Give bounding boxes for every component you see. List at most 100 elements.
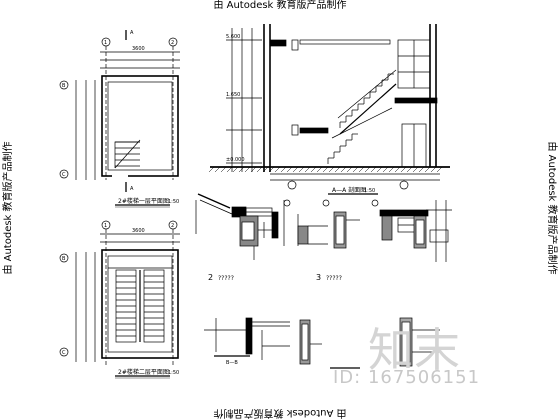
landing-slab xyxy=(394,97,438,104)
logo-text: 知末 xyxy=(368,323,460,376)
section-scale: 1:50 xyxy=(364,188,375,194)
detail-node-bottom xyxy=(204,317,440,369)
stair-treads xyxy=(114,139,141,169)
level-text: 5.600 xyxy=(226,34,240,40)
stair-flight-lower xyxy=(327,133,358,164)
drawing-line xyxy=(340,166,347,173)
detail-title: ????? xyxy=(218,275,234,282)
handrail xyxy=(337,69,397,119)
drawing-line xyxy=(250,166,257,173)
floor-slab xyxy=(299,39,391,45)
stair-wall xyxy=(101,249,179,359)
detail-title: ????? xyxy=(326,275,342,282)
drawing-line xyxy=(436,166,443,173)
drawing-line xyxy=(286,166,293,173)
grid-bubble xyxy=(59,80,69,90)
plan-scale: 1:50 xyxy=(168,370,179,376)
drawing-line xyxy=(208,166,215,173)
detail-number: 2 xyxy=(208,273,213,282)
drawing-line xyxy=(339,83,397,135)
grid-bubble xyxy=(59,253,69,263)
drawing-line xyxy=(394,166,401,173)
drawing-line xyxy=(256,166,263,173)
detail-number: 3 xyxy=(316,273,321,282)
drawing-line xyxy=(316,166,323,173)
drawing-line xyxy=(292,166,299,173)
grid-bubble xyxy=(59,169,69,179)
section-mark: A xyxy=(130,186,134,192)
stair-wall-inner xyxy=(107,81,173,171)
first-floor-plan xyxy=(59,30,180,208)
level-text: ±0.000 xyxy=(226,157,245,163)
drawing-line xyxy=(304,166,311,173)
drawing-line xyxy=(412,166,419,173)
handrail xyxy=(331,107,393,139)
second-floor-plan xyxy=(59,220,180,379)
ground-hatch xyxy=(208,166,443,173)
detail-node-2 xyxy=(283,199,360,249)
drawing-line xyxy=(406,166,413,173)
drawing-line xyxy=(424,166,431,173)
section-title: A—A 剖面图 xyxy=(332,186,366,194)
grid-label: B xyxy=(62,256,66,262)
stair-flight-upper xyxy=(339,73,397,135)
grid-label: 1 xyxy=(104,40,107,46)
drawing-line xyxy=(214,166,221,173)
grid-bubble xyxy=(59,347,69,357)
drawing-line xyxy=(418,166,425,173)
plan-scale: 1:50 xyxy=(168,199,179,205)
stair-wall-inner xyxy=(107,255,173,353)
level-marker xyxy=(291,39,299,51)
drawing-line xyxy=(382,166,389,173)
drawing-line xyxy=(262,166,269,173)
detail-title: B—B xyxy=(226,360,238,366)
drawing-line xyxy=(328,166,335,173)
drawing-line xyxy=(226,166,233,173)
drawing-line xyxy=(334,166,341,173)
drawing-line xyxy=(238,166,245,173)
drawing-line xyxy=(376,166,383,173)
grid-label: B xyxy=(62,83,66,89)
level-text: 1.650 xyxy=(226,92,240,98)
section-a-a xyxy=(208,24,450,195)
drawing-line xyxy=(220,166,227,173)
grid-bubble xyxy=(399,180,409,190)
drawing-line xyxy=(358,166,365,173)
drawing-line xyxy=(346,166,353,173)
grid-label: C xyxy=(62,172,66,178)
section-mark: A xyxy=(130,30,134,36)
drawing-line xyxy=(370,166,377,173)
detail-node-1 xyxy=(195,193,279,260)
drawing-line xyxy=(274,166,281,173)
stair-wall xyxy=(101,75,179,177)
dimension-text: 3600 xyxy=(132,228,145,234)
drawing-line xyxy=(400,166,407,173)
landing-slab xyxy=(299,127,329,134)
drawing-line xyxy=(322,166,329,173)
drawing-line xyxy=(280,166,287,173)
floor-slab xyxy=(269,39,287,47)
drawing-line xyxy=(268,166,275,173)
grid-bubble xyxy=(287,180,297,190)
drawing-line xyxy=(430,166,437,173)
drawing-line xyxy=(364,166,371,173)
level-marker xyxy=(291,124,299,136)
plan-title: 2#楼梯二层平面图 xyxy=(118,368,169,376)
stair-tread-lines xyxy=(116,275,164,337)
detail-node-3 xyxy=(371,199,452,262)
grid-label: 1 xyxy=(104,223,107,229)
grid-label: C xyxy=(62,350,66,356)
drawing-line xyxy=(352,166,359,173)
grid-label: 2 xyxy=(171,223,174,229)
brand-logo: 知末 xyxy=(368,323,460,376)
drawing-line xyxy=(298,166,305,173)
image-id: ID: 167506151 xyxy=(333,367,481,388)
plan-title: 2#楼梯一层平面图 xyxy=(118,197,169,205)
drawing-line xyxy=(244,166,251,173)
drawing-line xyxy=(388,166,395,173)
drawing-line xyxy=(310,166,317,173)
drawing-line xyxy=(232,166,239,173)
top-watermark: 由 Autodesk 教育版产品制作 xyxy=(213,0,347,11)
grid-label: 2 xyxy=(171,40,174,46)
